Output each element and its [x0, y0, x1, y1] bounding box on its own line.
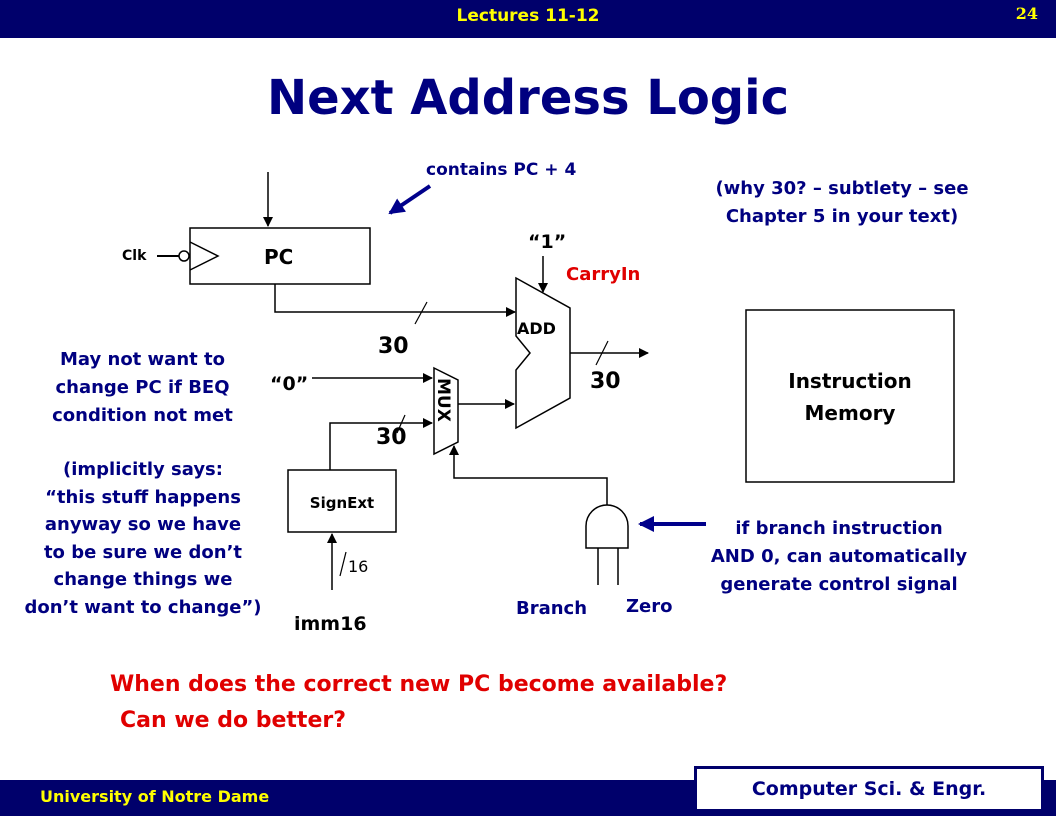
implicitly-note: (implicitly says: “this stuff happens an…: [0, 456, 286, 621]
and-gate: [585, 504, 629, 549]
why30-note: (why 30? – subtlety – see Chapter 5 in y…: [672, 175, 1012, 231]
mux-zero-label: “0”: [270, 373, 308, 395]
instruction-memory: [745, 309, 955, 483]
question-line-2: Can we do better?: [120, 708, 346, 733]
width-label-imm: 16: [348, 557, 368, 576]
implicitly-line: to be sure we don’t: [43, 541, 243, 563]
branch-and-note: if branch instruction AND 0, can automat…: [684, 515, 994, 599]
imem-label-line2: Memory: [805, 401, 896, 425]
branch-and-line: if branch instruction: [735, 518, 943, 539]
mux-label: MUX: [433, 378, 453, 422]
width-label-signext: 30: [376, 425, 407, 450]
implicitly-line: (implicitly says:: [63, 459, 223, 480]
imem-label-line1: Instruction: [788, 369, 912, 393]
why30-line: Chapter 5 in your text): [725, 206, 959, 227]
may-not-line: condition not met: [52, 405, 233, 426]
imm16-label: imm16: [294, 613, 367, 635]
add-label: ADD: [517, 319, 556, 338]
adder-unit: [515, 276, 571, 430]
signext-unit: [287, 469, 397, 533]
lecture-label: Lectures 11-12: [456, 6, 600, 26]
clock-bubble-icon: [178, 250, 190, 262]
clk-label: Clk: [122, 248, 147, 264]
signext-label: SignExt: [310, 494, 374, 512]
implicitly-line: don’t want to change”): [24, 596, 262, 618]
pc-register: [189, 227, 371, 285]
carry-one-label: “1”: [528, 231, 566, 253]
width-label-add: 30: [590, 369, 621, 394]
clock-triangle-icon: [189, 241, 220, 271]
department-label: Computer Sci. & Engr.: [751, 778, 987, 800]
question-line-1: When does the correct new PC become avai…: [110, 672, 728, 697]
carryin-label: CarryIn: [566, 264, 640, 285]
may-not-note: May not want to change PC if BEQ conditi…: [20, 346, 265, 430]
width-label-pc: 30: [378, 334, 409, 359]
branch-label: Branch: [516, 598, 587, 619]
contains-pc-note: contains PC + 4: [426, 160, 577, 180]
may-not-line: May not want to: [60, 349, 225, 370]
implicitly-line: change things we: [53, 569, 233, 590]
implicitly-line: “this stuff happens: [45, 486, 241, 508]
university-label: University of Notre Dame: [40, 787, 270, 806]
why30-line: (why 30? – subtlety – see: [715, 178, 969, 199]
header-bar: [0, 0, 1056, 38]
page-number: 24: [1015, 4, 1038, 23]
pc-label: PC: [264, 245, 293, 269]
slide-title: Next Address Logic: [266, 70, 790, 126]
mux-unit: [433, 366, 459, 456]
department-box: [694, 766, 1044, 812]
may-not-line: change PC if BEQ: [55, 377, 230, 398]
zero-signal-label: Zero: [626, 596, 673, 617]
branch-and-line: AND 0, can automatically: [710, 546, 968, 567]
implicitly-line: anyway so we have: [44, 514, 242, 535]
branch-and-line: generate control signal: [720, 574, 958, 595]
